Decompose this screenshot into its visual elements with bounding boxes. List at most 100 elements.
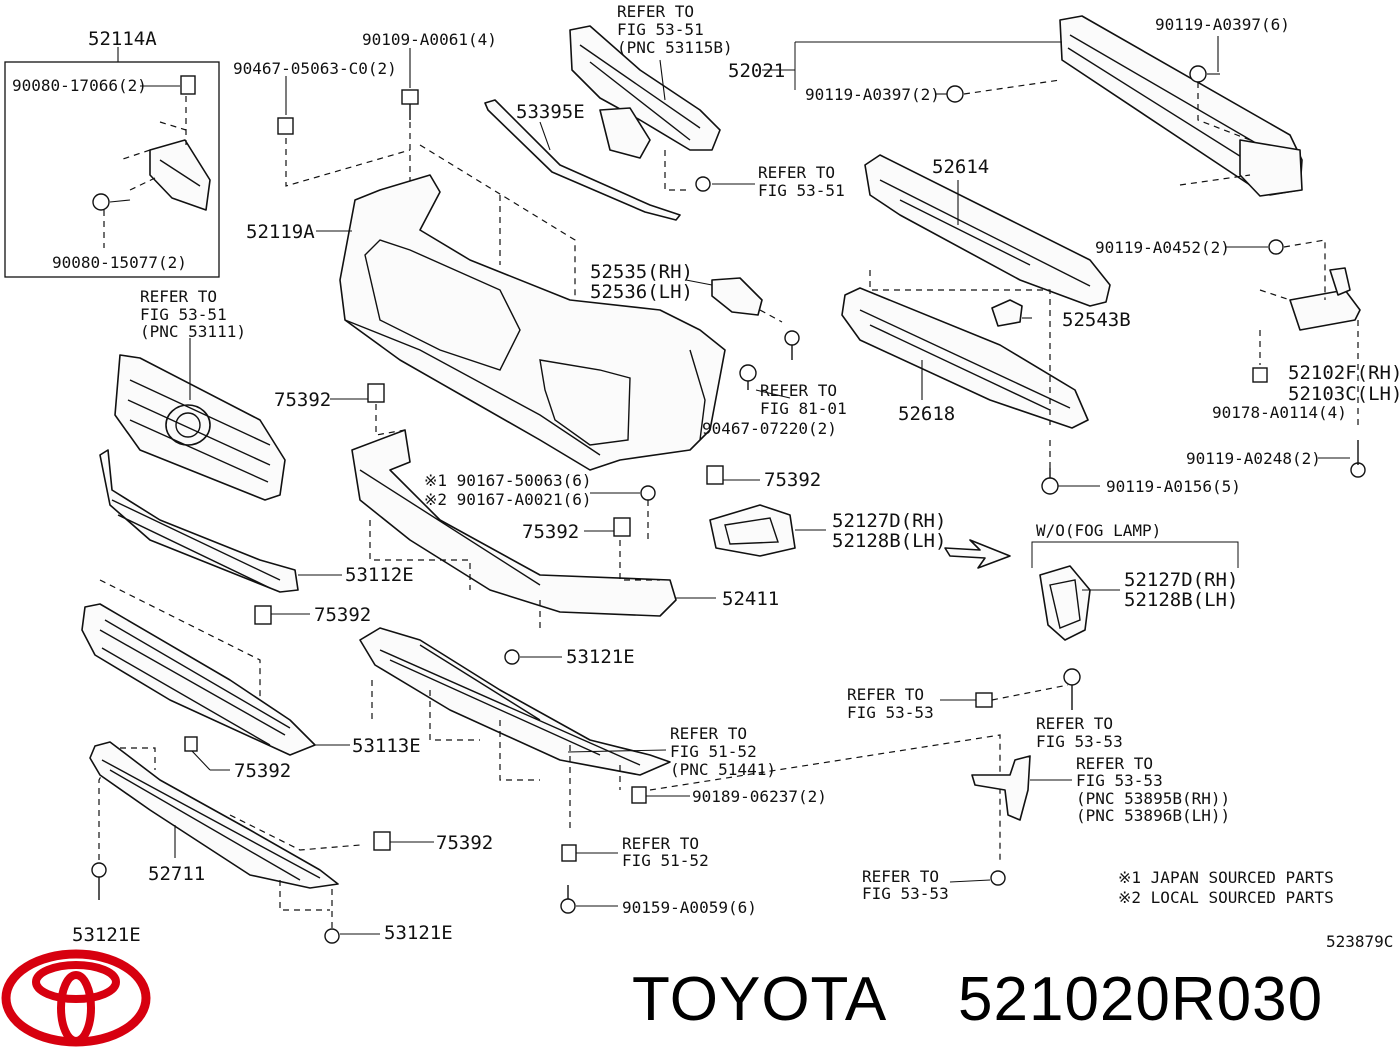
- label-52127d-b: 52127D(RH): [1124, 569, 1238, 591]
- grille-53112e: [99, 449, 342, 700]
- bracket-52543b: [991, 299, 1032, 327]
- label-refer-53-51-c: REFER TO: [140, 287, 217, 306]
- label-90167-1: ※1 90167-50063(6): [424, 471, 592, 490]
- fog-cover-52127d: [709, 504, 1011, 569]
- lower-clips: [560, 734, 1001, 914]
- bolt-90159: [560, 898, 576, 914]
- label-90119-a0248: 90119-A0248(2): [1186, 449, 1321, 468]
- label-refer-53-53-a: REFER TO: [847, 685, 924, 704]
- bolt-90119-a0397-top: [1189, 65, 1207, 83]
- label-52127d-a: 52127D(RH): [832, 510, 946, 532]
- screw-90080-15077: [92, 193, 110, 211]
- label-refer-53-51-a-pnc: (PNC 53115B): [617, 38, 733, 57]
- label-refer-81-01: REFER TO: [760, 381, 837, 400]
- bracket-52102f: [1225, 239, 1366, 478]
- retainer-52535: [685, 277, 800, 360]
- label-52614: 52614: [932, 156, 989, 178]
- part-number: 521020R030: [958, 965, 1323, 1034]
- screw-fig-53-53-d: [990, 870, 1006, 886]
- label-52411: 52411: [722, 588, 779, 610]
- label-refer-51-52-b-fig: FIG 51-52: [622, 851, 709, 870]
- reinforcement-52021: [762, 15, 1303, 197]
- label-refer-53-53-b: REFER TO: [1036, 714, 1113, 733]
- label-refer-53-53-d-fig: FIG 53-53: [862, 884, 949, 903]
- seal-53395e: [484, 99, 681, 221]
- clip-90189: [631, 786, 647, 804]
- label-52128b-a: 52128B(LH): [832, 530, 946, 552]
- label-75392-c: 75392: [522, 521, 579, 543]
- label-90189: 90189-06237(2): [692, 787, 827, 806]
- label-refer-53-53-a-fig: FIG 53-53: [847, 703, 934, 722]
- label-wo-fog-lamp: W/O(FOG LAMP): [1036, 521, 1161, 540]
- grille-53111: [114, 338, 286, 501]
- bolt-90119-a0452: [1268, 239, 1284, 255]
- right-lower-parts: [940, 668, 1081, 886]
- label-75392-a: 75392: [274, 389, 331, 411]
- bolt-90119-a0397-mid: [946, 85, 964, 103]
- label-refer-51-52-b: REFER TO: [622, 834, 699, 853]
- clip-90467-05063: [277, 117, 294, 135]
- brand-footer: TOYOTA 521020R030: [1, 949, 1323, 1047]
- absorber-52618: [841, 270, 1089, 470]
- label-90119-a0397-mid: 90119-A0397(2): [805, 85, 940, 104]
- bolt-90109-a0061: [401, 89, 419, 105]
- label-52119a: 52119A: [246, 221, 315, 243]
- label-refer-81-01-fig: FIG 81-01: [760, 399, 847, 418]
- inset-52114a: [4, 47, 220, 278]
- label-refer-53-53-d: REFER TO: [862, 867, 939, 886]
- bumper-cover-52119a: [316, 174, 726, 471]
- label-refer-53-53-c-pnc-rh: (PNC 53895B(RH)): [1076, 789, 1230, 808]
- label-refer-53-51-a-fig: FIG 53-51: [617, 20, 704, 39]
- absorber-52614: [864, 154, 1111, 307]
- label-52114a: 52114A: [88, 28, 157, 50]
- label-refer-53-53-b-fig: FIG 53-53: [1036, 732, 1123, 751]
- label-52021: 52021: [728, 60, 785, 82]
- label-note-local: ※2 LOCAL SOURCED PARTS: [1118, 888, 1334, 907]
- bolt-90119-a0248: [1350, 462, 1366, 478]
- arrow-shape: [944, 539, 1011, 569]
- top-fasteners: [277, 48, 576, 300]
- screw-fig-53-51: [695, 176, 711, 192]
- undercover-51441: [359, 627, 671, 830]
- clips-75392: [184, 383, 760, 851]
- grille-53113e: [81, 603, 350, 756]
- bracket-52114a-shape: [149, 139, 211, 211]
- label-52103c: 52103C(LH): [1288, 383, 1400, 405]
- washer-90178: [1252, 367, 1268, 383]
- bolt-90119-a0156: [1041, 468, 1100, 495]
- label-53112e: 53112E: [345, 564, 414, 586]
- label-90467-07220: 90467-07220(2): [702, 419, 837, 438]
- screws-53121e: [91, 649, 562, 944]
- label-90167-2: ※2 90167-A0021(6): [424, 490, 592, 509]
- extension-52411: [351, 429, 716, 630]
- label-75392-f: 75392: [436, 832, 493, 854]
- label-75392-d: 75392: [314, 604, 371, 626]
- label-52102f: 52102F(RH): [1288, 362, 1400, 384]
- label-note-japan: ※1 JAPAN SOURCED PARTS: [1118, 868, 1334, 887]
- wo-fog-group: [1031, 541, 1239, 641]
- label-90467-05063: 90467-05063-C0(2): [233, 59, 397, 78]
- label-52128b-b: 52128B(LH): [1124, 589, 1238, 611]
- clip-fig-51-52: [561, 844, 577, 862]
- label-90119-a0452: 90119-A0452(2): [1095, 238, 1230, 257]
- label-52711: 52711: [148, 863, 205, 885]
- label-75392-e: 75392: [234, 760, 291, 782]
- label-53121e-c: 53121E: [384, 922, 453, 944]
- label-90119-a0397-top: 90119-A0397(6): [1155, 15, 1290, 34]
- label-90109-a0061: 90109-A0061(4): [362, 30, 497, 49]
- clip-90080-17066: [180, 75, 196, 95]
- label-52543b: 52543B: [1062, 309, 1131, 331]
- brand-name: TOYOTA: [632, 965, 887, 1034]
- label-53395e: 53395E: [516, 101, 585, 123]
- label-90178: 90178-A0114(4): [1212, 403, 1347, 422]
- screw-fig-53-53-b: [1063, 668, 1081, 686]
- skid-plate-52711: [89, 741, 361, 911]
- label-refer-53-53-c: REFER TO: [1076, 754, 1153, 773]
- label-75392-b: 75392: [764, 469, 821, 491]
- label-refer-51-52-a-pnc: (PNC 51441): [670, 760, 776, 779]
- label-refer-53-51-c-fig: FIG 53-51: [140, 305, 227, 324]
- label-52535: 52535(RH): [590, 261, 693, 283]
- label-diagram-code: 523879C: [1326, 932, 1393, 951]
- label-53121e-b: 53121E: [72, 924, 141, 946]
